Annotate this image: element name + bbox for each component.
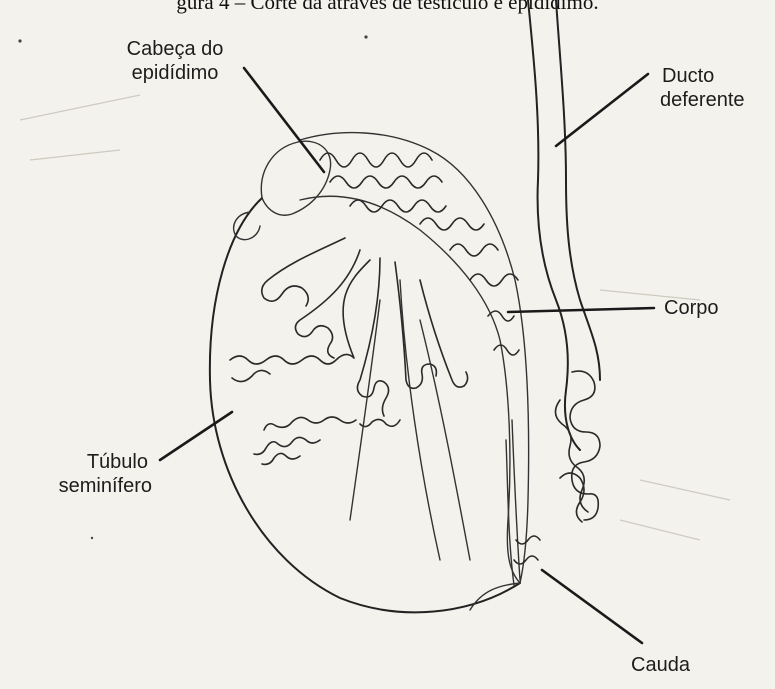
label-tubulo-line2: seminífero	[40, 474, 152, 498]
label-ducto-line1: Ducto	[660, 64, 774, 88]
testis-outline	[210, 198, 520, 612]
label-ducto-deferente: Ducto deferente	[660, 64, 774, 112]
label-ducto-line2: deferente	[660, 88, 774, 112]
label-corpo: Corpo	[664, 296, 718, 320]
epididymis-head	[261, 141, 330, 215]
testis-septa	[350, 280, 470, 560]
label-tubulo-seminifero: Túbulo seminífero	[40, 450, 152, 498]
label-cabeca-line2: epidídimo	[90, 61, 260, 85]
seminiferous-tubules	[230, 238, 468, 464]
leader-cauda	[542, 570, 642, 643]
epididymis-coils	[320, 153, 519, 355]
ductus-deferens	[528, 0, 600, 522]
label-cabeca-do-epididimo: Cabeça do epidídimo	[90, 37, 260, 85]
label-cabeca-line1: Cabeça do	[90, 37, 260, 61]
epididymis-tail	[506, 420, 540, 585]
leader-ducto	[556, 74, 648, 146]
leader-lines	[160, 68, 654, 643]
leader-corpo	[508, 308, 654, 312]
label-tubulo-line1: Túbulo	[40, 450, 152, 474]
label-cauda: Cauda	[631, 653, 690, 677]
